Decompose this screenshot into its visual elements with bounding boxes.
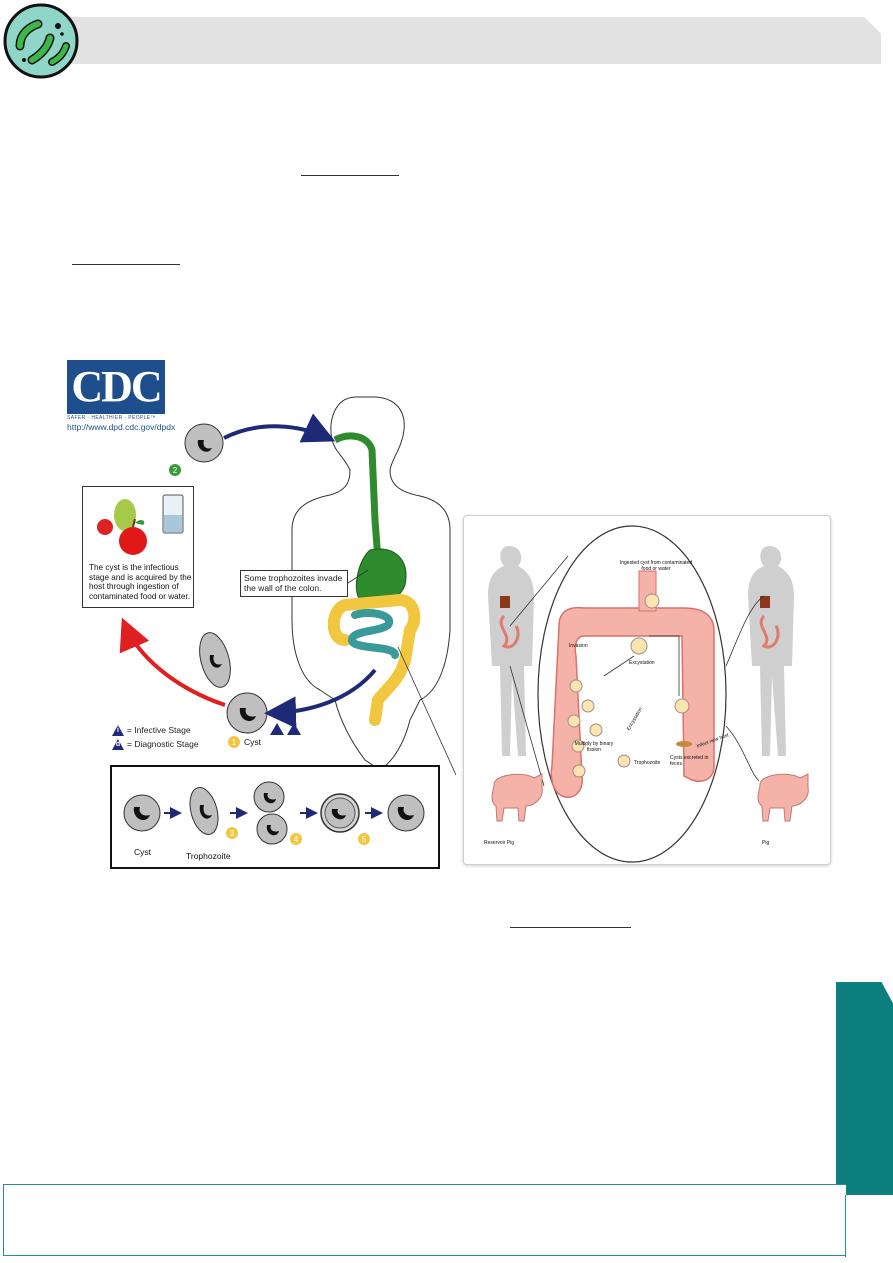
esophagus: [333, 432, 382, 561]
panel-excystation-text: Excystation: [629, 660, 655, 666]
infection-infobox: The cyst is the infectious stage and is …: [82, 486, 194, 608]
footer-box: [3, 1184, 846, 1257]
cdc-tagline: SAFER · HEALTHIER · PEOPLE™: [67, 415, 157, 421]
svg-text:2: 2: [173, 466, 178, 475]
heading-underline: [510, 927, 631, 928]
stage-trophozoite-label: Trophozoite: [186, 851, 231, 861]
svg-text:1: 1: [232, 738, 237, 747]
stage-cyst-label: Cyst: [134, 847, 151, 857]
cdc-logo: CDC SAFER · HEALTHIER · PEOPLE™ http://w…: [67, 360, 177, 440]
header-bar: [46, 17, 881, 64]
svg-text:3: 3: [230, 829, 235, 838]
heading-underline: [301, 175, 399, 176]
panel-trophozoite-text: Trophozoite: [634, 760, 661, 766]
infective-legend-row: i = Infective Stage: [112, 723, 199, 737]
side-tab: [836, 982, 893, 1195]
panel-ingested-text: Ingested cyst from contaminated food or …: [619, 560, 693, 572]
small-intestine: [347, 609, 399, 659]
bacteria-logo-icon: [3, 3, 79, 79]
cdc-logo-text: CDC: [67, 360, 165, 414]
diagnostic-triangle-icon: d: [112, 738, 124, 750]
infective-triangle-icon: i: [112, 724, 124, 736]
panel-reservoir-text: Reservoir Pig: [484, 840, 515, 846]
panel-multiply-text: Multiply by binary fission: [574, 741, 614, 753]
stages-illustration: 3 4 5: [123, 781, 425, 845]
colon: [327, 593, 421, 726]
transmission-illustration: [488, 525, 809, 863]
transmission-panel: Ingested cyst from contaminated food or …: [463, 515, 831, 865]
stage-legend: i = Infective Stage d = Diagnostic Stage: [112, 723, 199, 751]
heading-underline: [72, 264, 180, 265]
stages-box: 3 4 5 Cyst Trophozoite: [110, 765, 440, 869]
diagnostic-legend-row: d = Diagnostic Stage: [112, 737, 199, 751]
panel-pig-text: Pig: [762, 840, 770, 846]
food-water-illustration: [97, 494, 184, 555]
lifecycle-diagram: 2 1: [119, 396, 457, 775]
cdc-url: http://www.dpd.cdc.gov/dpdx: [67, 422, 176, 432]
svg-text:4: 4: [294, 835, 299, 844]
trophozoite-callout: Some trophozoites invade the wall of the…: [240, 570, 348, 597]
panel-invasion-text: Invasion: [569, 643, 588, 649]
panel-cysts-excreted-text: Cysts excreted in feces: [670, 755, 709, 767]
cyst-step-label: Cyst: [244, 737, 261, 747]
infobox-text: The cyst is the infectious stage and is …: [89, 563, 192, 601]
svg-text:5: 5: [362, 835, 367, 844]
